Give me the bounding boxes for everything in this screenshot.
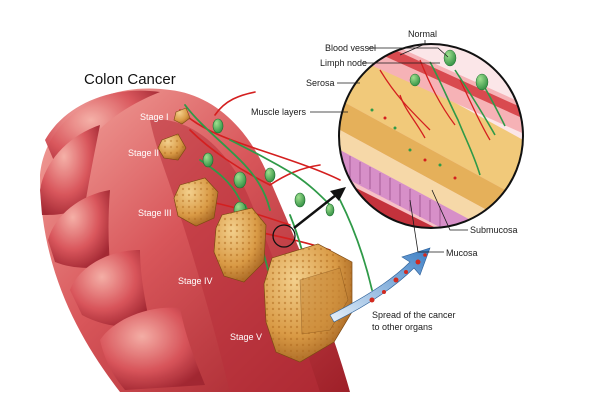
label-muscle-layers: Muscle layers xyxy=(251,107,307,117)
label-normal: Normal xyxy=(408,29,437,39)
colon-folds xyxy=(40,90,205,390)
tumor-stage-5 xyxy=(263,243,353,363)
tumor-stage-1 xyxy=(173,107,191,125)
tumor-stage-3 xyxy=(173,177,219,227)
label-submucosa: Submucosa xyxy=(470,225,518,235)
spread-label: Spread of the cancer to other organs xyxy=(372,310,456,332)
lymph-nodes xyxy=(202,118,335,219)
label-serosa: Serosa xyxy=(306,78,335,88)
tumors xyxy=(157,107,353,363)
stage-label-5: Stage V xyxy=(230,332,262,342)
stage-label-3: Stage III xyxy=(138,208,172,218)
diagram-title: Colon Cancer xyxy=(84,71,176,88)
magnifier-marker xyxy=(272,187,346,248)
label-lymph-node: Limph node xyxy=(320,58,367,68)
stage-label-2: Stage II xyxy=(128,148,159,158)
layer-labels: Normal Blood vessel Limph node Serosa Mu… xyxy=(251,29,518,258)
mucosa-layer xyxy=(340,150,523,228)
stage-label-1: Stage I xyxy=(140,112,169,122)
stage-labels: Stage I Stage II Stage III Stage IV Stag… xyxy=(128,112,262,342)
submucosa-layer xyxy=(340,130,523,228)
metastasis-arrow xyxy=(329,247,431,323)
tumor-stage-4 xyxy=(213,207,267,283)
tumor-stage-2 xyxy=(157,133,187,161)
wall-cross-section xyxy=(338,43,524,229)
serosa-layer xyxy=(340,44,523,220)
cancer-cells-spread xyxy=(369,253,427,303)
spread-label-line-1: Spread of the cancer xyxy=(372,310,456,320)
label-mucosa: Mucosa xyxy=(446,248,478,258)
stage-label-4: Stage IV xyxy=(178,276,213,286)
label-blood-vessel: Blood vessel xyxy=(325,43,376,53)
spread-label-line-2: to other organs xyxy=(372,322,433,332)
